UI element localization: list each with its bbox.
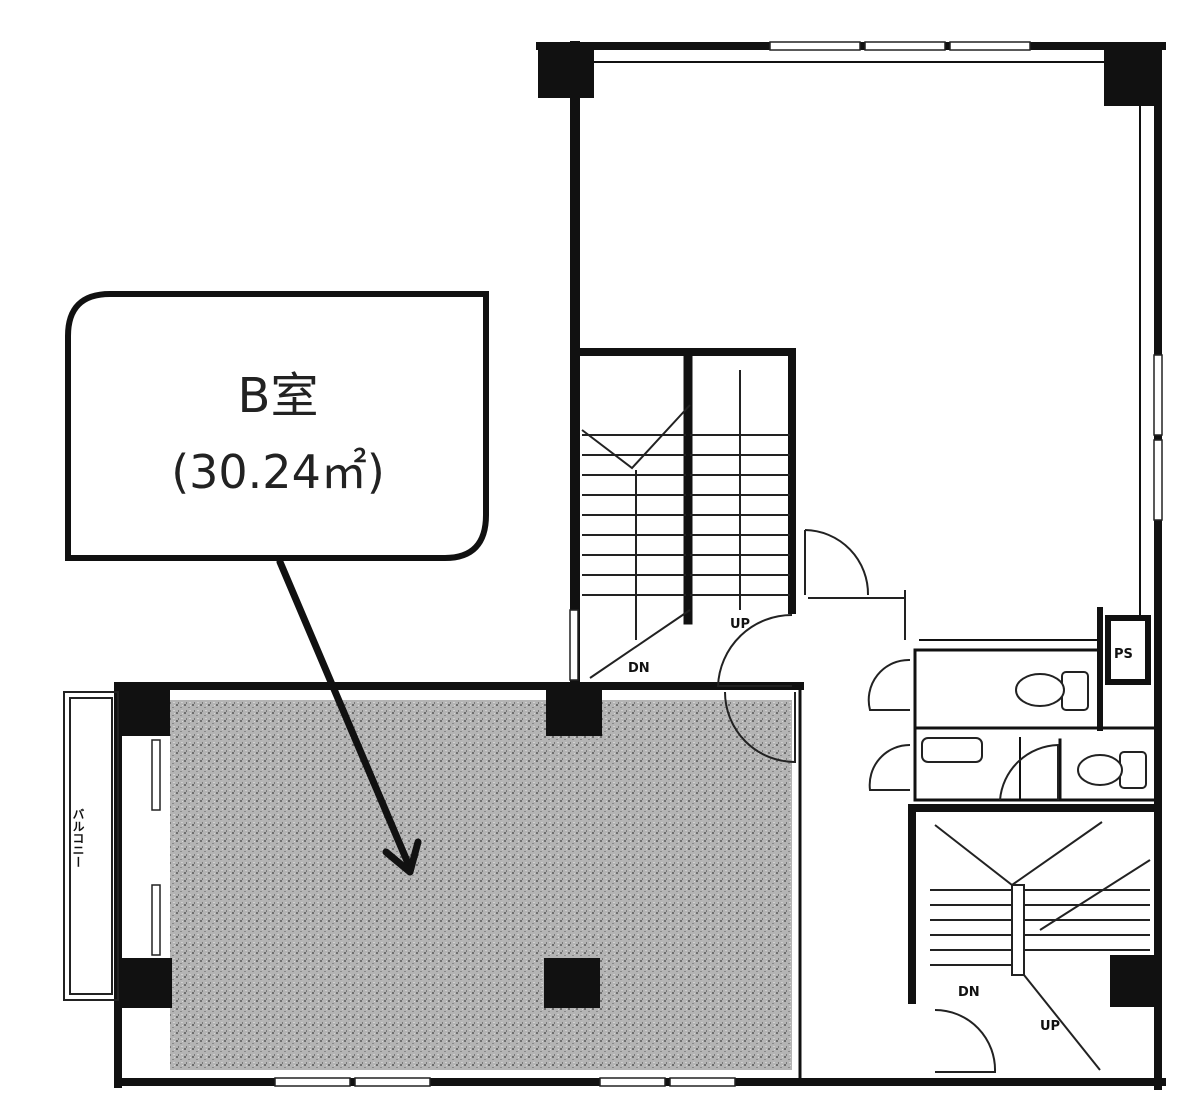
windows (151, 41, 1163, 1087)
balcony (63, 691, 119, 1001)
pipe-space-label: PS (1114, 647, 1133, 662)
stair-up-lower-label: UP (1040, 1019, 1060, 1034)
pipe-space (1105, 615, 1151, 685)
callout-arrow (276, 558, 422, 876)
columns (116, 42, 1160, 1008)
room-b-area (170, 700, 792, 1070)
stair-dn-lower-label: DN (958, 985, 980, 1000)
room-b-area-label: (30.24㎡) (171, 445, 385, 499)
toilet-fixtures (921, 671, 1147, 789)
stair-upper (581, 370, 790, 679)
room-b-title: B室 (238, 368, 319, 424)
doors (716, 529, 1059, 1073)
room-b-callout (65, 291, 489, 561)
stair-up-upper-label: UP (730, 617, 750, 632)
stair-lower (930, 821, 1151, 1071)
stair-dn-upper-label: DN (628, 661, 650, 676)
balcony-label: バルコニー (71, 808, 85, 868)
